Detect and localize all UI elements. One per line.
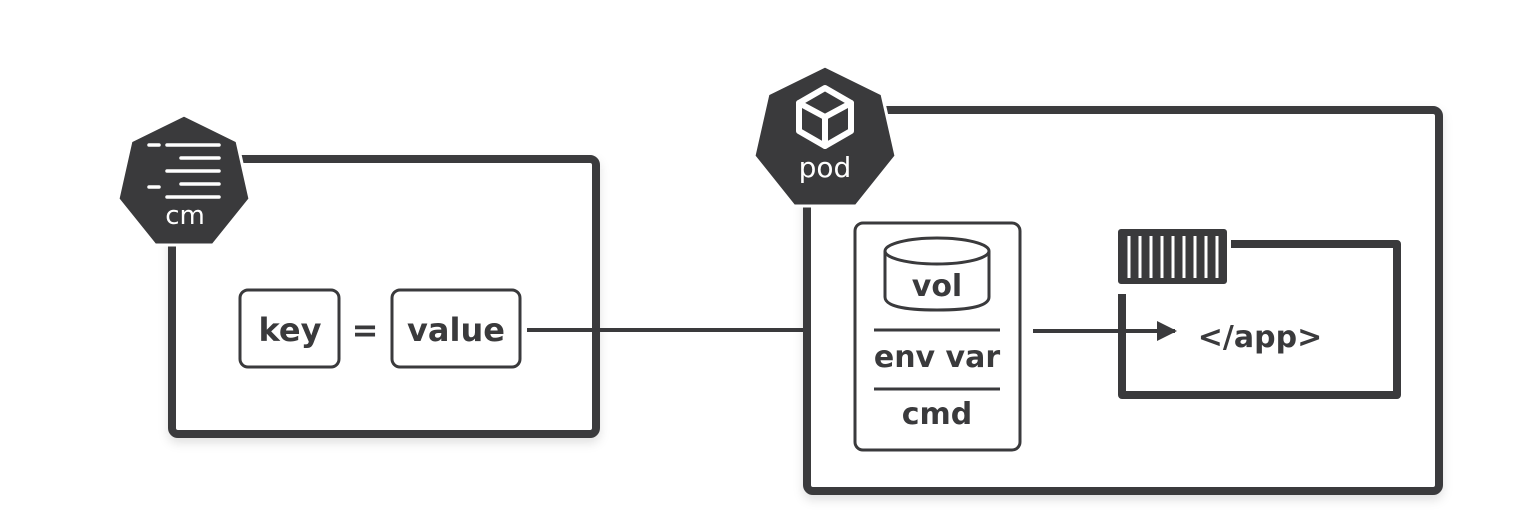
configmap-badge: cm bbox=[116, 113, 252, 247]
pod-group: pod vol env var cmd bbox=[752, 64, 1443, 495]
container-loop bbox=[1118, 240, 1401, 399]
cube-icon bbox=[796, 85, 854, 149]
key-box bbox=[238, 288, 341, 369]
volume-cylinder-icon bbox=[883, 236, 991, 312]
value-label: value bbox=[407, 311, 505, 349]
configmap-badge-label: cm bbox=[165, 201, 205, 231]
list-lines-icon bbox=[147, 143, 221, 199]
cmd-label: cmd bbox=[902, 397, 973, 432]
configmap-badge-heptagon bbox=[116, 113, 252, 247]
value-box bbox=[390, 288, 522, 369]
container-icon bbox=[1114, 225, 1231, 288]
equals-sign: = bbox=[352, 311, 379, 349]
configmap-group: cm key = value bbox=[116, 113, 600, 438]
pod-badge-label: pod bbox=[799, 151, 852, 184]
app-label: </app> bbox=[1198, 320, 1322, 355]
env-var-label: env var bbox=[874, 340, 1001, 375]
key-label: key bbox=[259, 311, 322, 349]
volume-label: vol bbox=[912, 269, 962, 304]
pod-badge: pod bbox=[752, 64, 898, 208]
